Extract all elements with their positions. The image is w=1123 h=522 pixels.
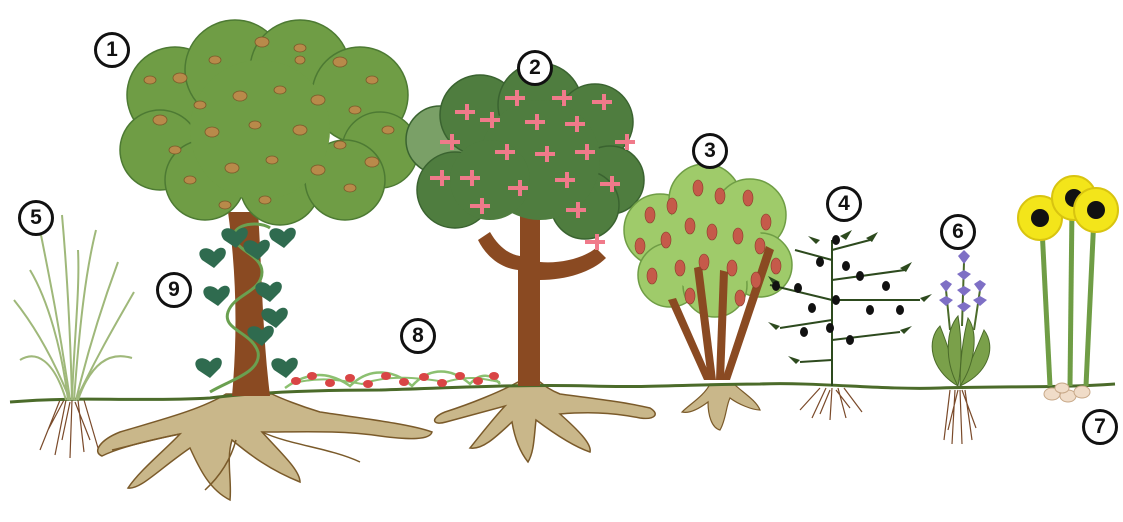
shrub-3-roots [682,384,760,430]
tree-2-canopy [406,63,644,239]
label-marker-7: 7 [1082,409,1118,445]
label-marker-1: 1 [94,32,130,68]
tree-2 [406,63,644,386]
herb-4 [768,230,932,386]
label-number-3: 3 [704,139,716,163]
tree-1 [120,20,418,396]
herb-6-roots [944,390,976,444]
label-number-6: 6 [952,220,964,244]
label-marker-5: 5 [18,200,54,236]
label-marker-4: 4 [826,186,862,222]
label-number-2: 2 [529,56,541,80]
label-marker-6: 6 [940,214,976,250]
label-marker-3: 3 [692,133,728,169]
label-number-8: 8 [412,324,424,348]
herb-4-roots [800,388,862,420]
label-number-9: 9 [168,278,180,302]
label-number-1: 1 [106,38,118,62]
ground-cover-8 [285,372,500,389]
tree-1-roots [98,394,432,500]
sunflower-heads [1018,176,1118,240]
label-marker-2: 2 [517,50,553,86]
label-number-7: 7 [1094,415,1106,439]
label-number-5: 5 [30,206,42,230]
shrub-3 [624,164,792,380]
label-number-4: 4 [838,192,850,216]
grass-5-roots [40,400,98,458]
label-marker-8: 8 [400,318,436,354]
grass-5 [14,215,134,400]
herb-6 [932,250,990,386]
root-crop-7 [1018,176,1118,402]
tree-2-roots [435,382,656,462]
label-marker-9: 9 [156,272,192,308]
